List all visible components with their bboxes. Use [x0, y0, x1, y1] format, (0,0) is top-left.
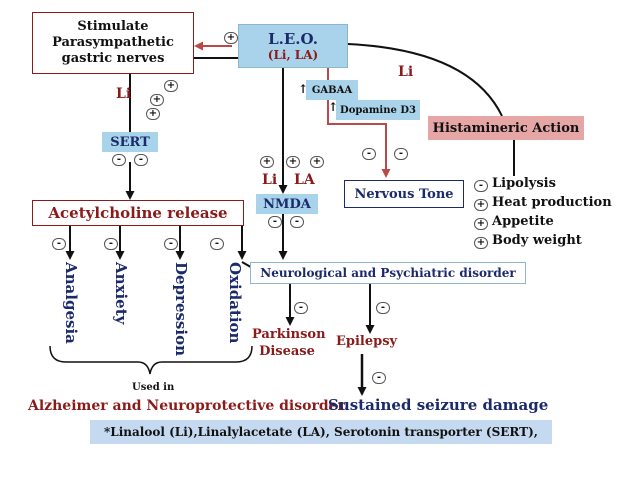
sign-nmda-top-2: + [286, 156, 300, 168]
outcome-oxidation: Oxidation [226, 262, 244, 344]
nervous-tone-text: Nervous Tone [354, 186, 454, 202]
sign-outcome-oxidation: - [210, 238, 224, 250]
sign-sert-1: - [112, 154, 126, 166]
sign-seizure: - [372, 372, 386, 384]
footnote-text: *Linalool (Li),Linalylacetate (LA), Sero… [104, 425, 538, 439]
histamine-text: Histamineric Action [432, 120, 580, 136]
effect-label: Body weight [492, 233, 582, 248]
effect-row: + Body weight [474, 233, 636, 252]
nervous-tone-box: Nervous Tone [344, 180, 464, 208]
nmda-text: NMDA [263, 196, 311, 212]
alzheimer-label: Alzheimer and Neuroprotective disorder [28, 398, 345, 414]
leo-title: L.E.O. [268, 30, 318, 48]
li-label-left: Li [116, 86, 132, 102]
dopamine-box: Dopamine D3 [336, 100, 420, 120]
sign-epilepsy: - [376, 302, 390, 314]
dopamine-text: Dopamine D3 [340, 104, 416, 116]
effect-sign: + [474, 218, 488, 230]
sign-nervous-1: - [362, 148, 376, 160]
sign-li-chain-2: + [150, 94, 164, 106]
effect-sign: + [474, 237, 488, 249]
la-label-nmda: LA [294, 172, 315, 188]
sign-li-chain-1: + [164, 80, 178, 92]
sert-text: SERT [110, 134, 150, 150]
sign-outcome-analgesia: - [52, 238, 66, 250]
gaba-up-arrow: ↑ [298, 82, 309, 96]
li-label-nmda: Li [262, 172, 278, 188]
li-label-right: Li [398, 64, 414, 80]
effect-sign: - [474, 180, 488, 192]
effect-row: + Heat production [474, 195, 636, 214]
effect-label: Appetite [492, 214, 554, 229]
effect-sign: + [474, 199, 488, 211]
gaba-box: GABAA [306, 80, 358, 100]
stimulate-box: Stimulate Parasympathetic gastric nerves [32, 12, 194, 74]
neuro-psych-box: Neurological and Psychiatric disorder [250, 262, 526, 284]
stimulate-text: Stimulate Parasympathetic gastric nerves [52, 19, 174, 66]
sign-parkinson: - [294, 302, 308, 314]
curve-leo-to-histamine [347, 43, 503, 117]
epilepsy-label: Epilepsy [336, 334, 398, 349]
effect-row: - Lipolysis [474, 176, 636, 195]
sert-box: SERT [102, 132, 158, 152]
leo-subtitle: (Li, LA) [267, 48, 319, 62]
sign-outcome-anxiety: - [104, 238, 118, 250]
brace-outcomes [49, 345, 253, 375]
leo-box: L.E.O. (Li, LA) [238, 24, 348, 68]
outcome-depression: Depression [172, 262, 190, 356]
outcome-analgesia: Analgesia [62, 262, 80, 344]
sign-nmda-bottom-2: - [290, 216, 304, 228]
seizure-label: Sustained seizure damage [328, 396, 549, 414]
sign-leo-to-stimulate: + [224, 32, 238, 44]
acetylcholine-box: Acetylcholine release [32, 200, 244, 226]
neuro-psych-text: Neurological and Psychiatric disorder [260, 266, 516, 280]
sign-li-chain-3: + [146, 108, 160, 120]
parkinson-label: Parkinson Disease [252, 326, 326, 360]
parkinson-text: Parkinson Disease [252, 327, 326, 359]
sign-nmda-top-1: + [260, 156, 274, 168]
histamine-box: Histamineric Action [428, 116, 584, 140]
dopamine-up-arrow: ↑ [328, 100, 339, 114]
effect-label: Lipolysis [492, 176, 556, 191]
footnote-bar: *Linalool (Li),Linalylacetate (LA), Sero… [90, 420, 552, 444]
effect-label: Heat production [492, 195, 612, 210]
nmda-box: NMDA [256, 194, 318, 214]
effects-list: - Lipolysis + Heat production + Appetite… [474, 176, 636, 252]
gaba-text: GABAA [311, 84, 353, 96]
sign-sert-2: - [134, 154, 148, 166]
effect-row: + Appetite [474, 214, 636, 233]
outcome-anxiety: Anxiety [112, 262, 130, 325]
sign-nmda-top-3: + [310, 156, 324, 168]
used-in-label: Used in [132, 382, 175, 393]
sign-nervous-2: - [394, 148, 408, 160]
acetylcholine-text: Acetylcholine release [48, 204, 228, 222]
sign-nmda-bottom-1: - [268, 216, 282, 228]
sign-outcome-depression: - [164, 238, 178, 250]
